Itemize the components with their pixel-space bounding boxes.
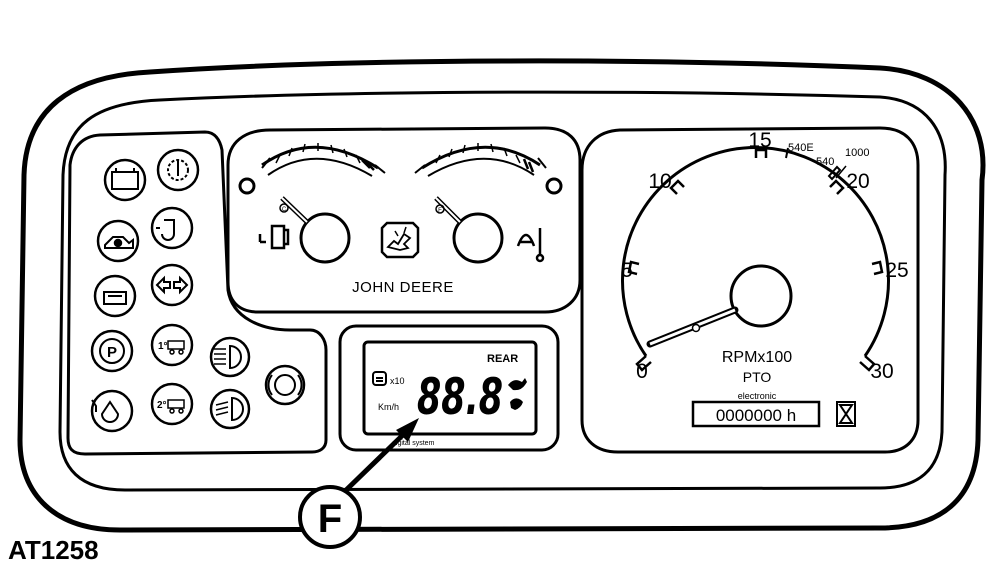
- svg-text:2°: 2°: [157, 400, 167, 411]
- tachometer: 0 5 10 15 20 25 30 540E 540 1000 RPMx100…: [621, 129, 909, 428]
- tach-tick-0: 0: [636, 360, 648, 383]
- turn-signal-icon: [150, 263, 194, 307]
- lcd-speed-unit: Km/h: [378, 402, 399, 412]
- hour-meter-box: [691, 400, 821, 428]
- svg-text:P: P: [107, 344, 117, 361]
- hour-meter-value: 0000000 h: [716, 406, 796, 425]
- air-filter-icon: [93, 274, 137, 318]
- tach-tick-10: 10: [648, 170, 671, 193]
- lcd-footer: digital system: [392, 440, 435, 447]
- high-beam-icon: [209, 336, 251, 378]
- tach-tick-25: 25: [885, 259, 908, 282]
- speed-icon: [372, 371, 387, 386]
- hare-icon: [508, 378, 527, 391]
- warning-lamp-panel: [66, 130, 328, 456]
- fuel-filter-icon: [90, 389, 134, 433]
- hourglass-icon: [836, 401, 856, 427]
- tach-tick-5: 5: [621, 259, 633, 282]
- pto-mark-540e: 540E: [788, 142, 814, 154]
- battery-icon: [103, 158, 147, 202]
- svg-text:1°: 1°: [158, 341, 168, 352]
- trailer-1-icon: [150, 323, 194, 367]
- tachometer-panel: [580, 126, 920, 454]
- center-gauges: C F: [238, 143, 563, 296]
- brake-warning-icon: [264, 364, 306, 406]
- temperature-gauge: F: [414, 143, 547, 264]
- lcd-digits: 88.8: [417, 368, 503, 426]
- pto-mark-540: 540: [816, 156, 834, 168]
- callout-circle: [298, 485, 362, 549]
- svg-text:C: C: [282, 207, 287, 213]
- oil-pressure-icon: [96, 219, 140, 263]
- lcd-rear-label: REAR: [487, 353, 518, 365]
- fuel-gauge-hub: [299, 212, 351, 264]
- low-beam-icon: [209, 388, 251, 430]
- john-deere-logo: [380, 221, 420, 259]
- tach-tick-30: 30: [870, 360, 893, 383]
- gauges-panel: [226, 126, 582, 314]
- lcd-display: REAR x10 Km/h 88.8 digital system: [372, 353, 527, 447]
- panel-bezel: [58, 90, 947, 492]
- hour-meter-label: electronic: [738, 391, 777, 401]
- callout-letter: F: [318, 497, 342, 541]
- tachometer-dial-arc: [621, 146, 890, 357]
- engine-temp-icon: [516, 228, 545, 263]
- figure-id: AT1258: [8, 535, 99, 565]
- tach-tick-15: 15: [748, 129, 771, 152]
- temp-gauge-hub: [452, 212, 504, 264]
- warning-icons: P 1° 2°: [90, 148, 306, 433]
- tach-unit: RPMx100: [722, 349, 792, 366]
- brand-text: JOHN DEERE: [352, 279, 454, 296]
- hydraulic-filter-icon: [150, 206, 194, 250]
- trailer-2-icon: [150, 382, 194, 426]
- tortoise-icon: [510, 398, 523, 410]
- parking-brake-icon: [90, 329, 134, 373]
- tach-needle-hub: [729, 264, 793, 328]
- fuel-gauge: C: [258, 143, 386, 264]
- svg-text:F: F: [438, 208, 442, 214]
- lcd-screen: [362, 340, 538, 436]
- tach-tick-20: 20: [846, 170, 869, 193]
- lcd-multiplier: x10: [390, 376, 405, 386]
- lcd-housing: [338, 324, 560, 452]
- panel-housing: [17, 58, 986, 533]
- callout-f: F: [298, 418, 419, 549]
- fuel-pump-icon: [258, 224, 290, 250]
- pto-mark-1000: 1000: [845, 147, 869, 159]
- coolant-temp-icon: [156, 148, 200, 192]
- tach-pto-label: PTO: [743, 369, 772, 385]
- callout-arrow: [340, 428, 410, 496]
